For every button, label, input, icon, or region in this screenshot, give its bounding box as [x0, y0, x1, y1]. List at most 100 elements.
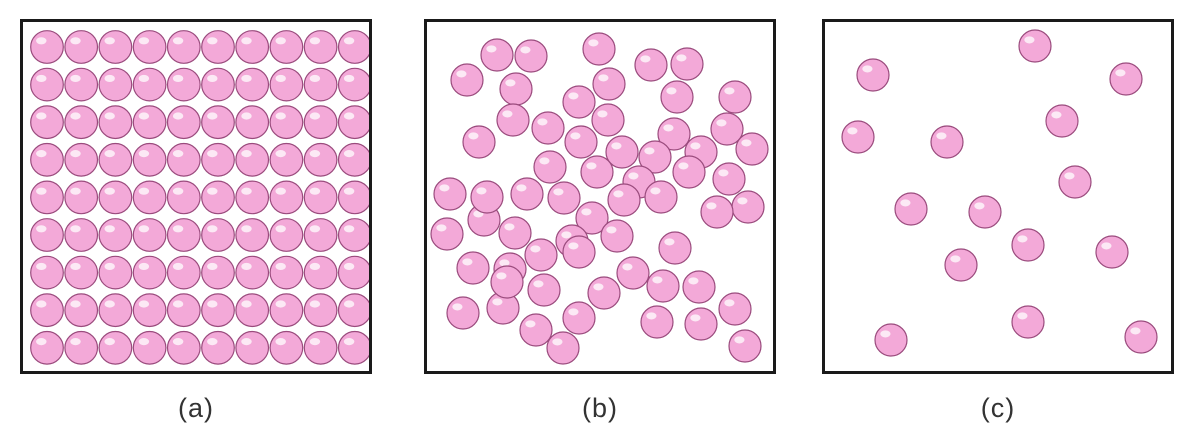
particle: [235, 218, 270, 252]
particle: [660, 80, 694, 114]
particle: [968, 195, 1002, 229]
particle: [587, 276, 621, 310]
particle: [894, 192, 928, 226]
particle: [201, 67, 235, 102]
particle: [638, 140, 672, 174]
particle: [562, 235, 596, 269]
particle: [166, 330, 201, 365]
particle: [235, 105, 270, 140]
particle: [166, 142, 201, 177]
particle: [64, 180, 99, 215]
particle: [634, 48, 668, 82]
particle: [235, 180, 270, 215]
particle: [682, 270, 716, 304]
particle: [166, 30, 201, 64]
particle: [856, 58, 890, 92]
particle: [235, 293, 270, 328]
panel-gas: [822, 19, 1174, 374]
particle: [166, 67, 201, 102]
particle: [64, 105, 99, 140]
particle: [303, 105, 338, 140]
particle: [98, 293, 133, 328]
particle: [235, 255, 270, 290]
particle: [166, 105, 201, 140]
particle: [132, 142, 167, 177]
panel-liquid: [424, 19, 776, 374]
particle: [201, 30, 235, 64]
particle: [64, 293, 99, 328]
particle: [718, 80, 752, 114]
particle: [98, 255, 133, 290]
particle: [498, 216, 532, 250]
particle: [132, 218, 167, 252]
particle: [684, 307, 718, 341]
particle: [303, 293, 338, 328]
panel-solid: [20, 19, 372, 374]
particle: [718, 292, 752, 326]
particle: [269, 218, 304, 252]
particle: [546, 331, 580, 365]
particle: [269, 142, 304, 177]
particle: [1018, 29, 1052, 63]
particle: [201, 142, 235, 177]
particle: [269, 330, 304, 365]
particle: [490, 265, 524, 299]
particle: [30, 330, 64, 365]
particle: [433, 177, 467, 211]
particle: [64, 142, 99, 177]
particle: [303, 330, 338, 365]
particle: [235, 30, 270, 64]
particle: [64, 30, 99, 64]
particle: [132, 67, 167, 102]
particle: [269, 180, 304, 215]
particle: [531, 111, 565, 145]
particle: [874, 323, 908, 357]
particle: [303, 67, 338, 102]
particle: [98, 105, 133, 140]
particle: [132, 255, 167, 290]
particle: [30, 30, 64, 64]
particle: [201, 293, 235, 328]
particle: [710, 112, 744, 146]
particle: [337, 105, 369, 140]
particle: [269, 293, 304, 328]
particle: [470, 180, 504, 214]
particle: [430, 217, 464, 251]
particle: [98, 30, 133, 64]
particle: [1011, 305, 1045, 339]
particle: [712, 162, 746, 196]
particle: [337, 180, 369, 215]
particle: [303, 180, 338, 215]
particle: [616, 256, 650, 290]
particle: [337, 293, 369, 328]
particle: [1109, 62, 1143, 96]
particle: [337, 255, 369, 290]
particle: [519, 313, 553, 347]
particle: [524, 238, 558, 272]
particle: [644, 180, 678, 214]
particle: [456, 251, 490, 285]
particle: [496, 103, 530, 137]
particle: [446, 296, 480, 330]
particle: [30, 105, 64, 140]
particle: [514, 39, 548, 73]
caption-c: (c): [980, 393, 1016, 423]
particle: [166, 293, 201, 328]
particle: [201, 105, 235, 140]
particle: [575, 201, 609, 235]
particle: [582, 32, 616, 66]
particle: [605, 135, 639, 169]
particle: [269, 105, 304, 140]
particle: [201, 218, 235, 252]
particle: [98, 142, 133, 177]
particle: [657, 117, 691, 151]
particle: [235, 142, 270, 177]
particle: [269, 255, 304, 290]
particle: [700, 195, 734, 229]
particle: [64, 67, 99, 102]
particle: [1045, 104, 1079, 138]
particle: [527, 273, 561, 307]
particle: [337, 30, 369, 64]
particle: [337, 142, 369, 177]
particle: [337, 67, 369, 102]
